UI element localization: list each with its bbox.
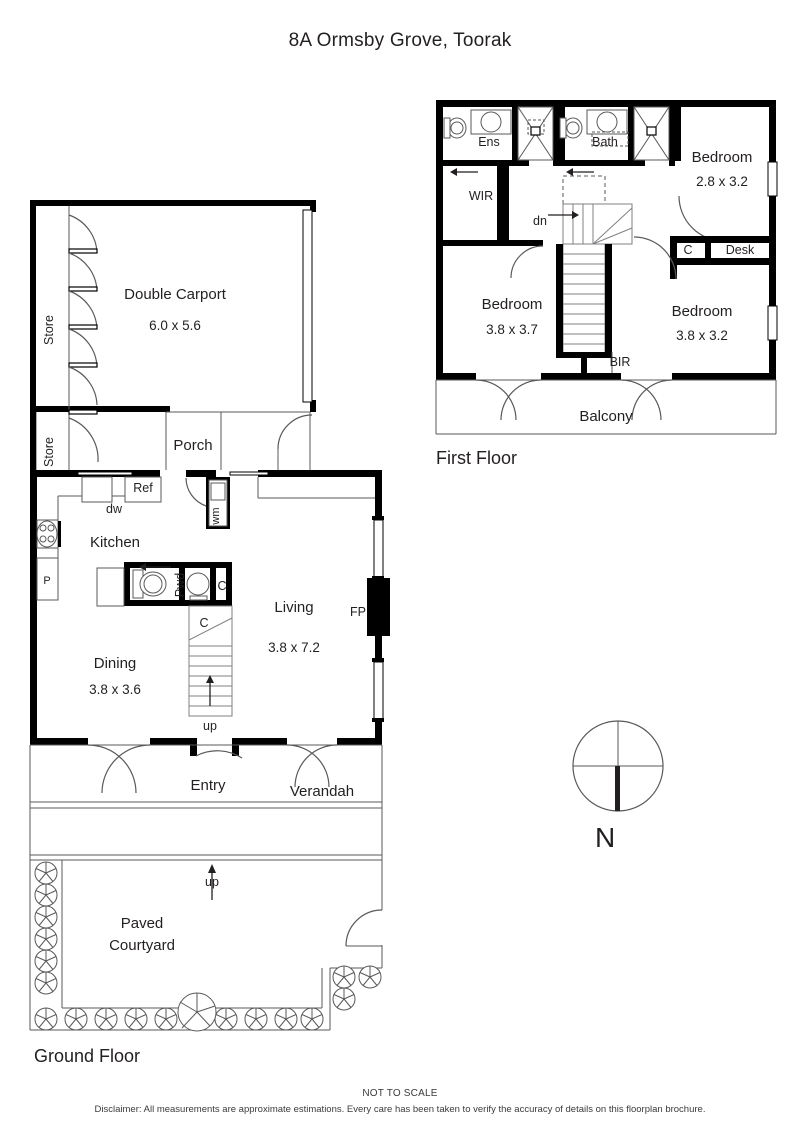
balcony-label: Balcony [579,408,633,425]
first-floor-plan: Ens [435,100,778,435]
balcony [435,379,777,435]
kitchen-label: Kitchen [90,534,140,551]
store-label-2: Store [42,437,56,467]
paved-courtyard [29,859,383,1032]
verandah [29,744,383,860]
fridge-label: Ref [133,481,153,495]
bedroom-3-dimension: 3.8 x 3.2 [676,328,728,343]
cupboard-label-2: C [199,616,208,630]
washing-machine-label: wm [210,507,222,525]
bedroom-1-structure [670,107,776,265]
stairs-down [548,175,633,358]
cupboard-label-first: C [683,243,692,257]
compass-rose [572,720,664,812]
stairs-up-label: up [203,719,217,733]
porch-label: Porch [173,437,212,454]
desk-label: Desk [726,243,755,257]
pantry-label: P [43,575,50,587]
powder-room [96,562,232,607]
carport-dimension: 6.0 x 5.6 [149,318,201,333]
courtyard-label-line2: Courtyard [109,937,175,954]
store-label-1: Store [42,315,56,345]
stairs-down-label: dn [533,214,547,228]
dishwasher-label: dw [106,502,123,516]
ground-floor-label: Ground Floor [34,1046,141,1066]
compass-north-label: N [595,822,616,853]
powder-room-label: Pwd [173,573,187,597]
living-dimension: 3.8 x 7.2 [268,640,320,655]
carport-structure [30,200,316,412]
carport-label: Double Carport [124,286,227,303]
fireplace [367,578,390,636]
laundry-wm [185,477,230,529]
page-title: 8A Ormsby Grove, Toorak [288,30,512,51]
courtyard-label-line1: Paved [121,915,164,932]
bedroom-2-label: Bedroom [482,296,543,313]
bathroom-label: Bath [592,135,618,149]
first-floor-walls [436,100,778,380]
disclaimer-text: Disclaimer: All measurements are approxi… [94,1104,706,1115]
first-floor-label: First Floor [436,448,517,468]
ground-floor-plan: Store Double Carport 6.0 x 5.6 Store Por… [29,200,390,1032]
entry-label: Entry [190,777,226,794]
kitchen-fittings [36,476,162,601]
bedroom-1-dimension: 2.8 x 3.2 [696,174,748,189]
stairs-up [188,605,233,717]
cupboard-label-1: C [217,579,226,593]
dining-label: Dining [94,655,137,672]
courtyard-up-label: up [205,875,219,889]
bedroom-3-structure [633,236,677,280]
store-room-upper [68,206,98,412]
verandah-label: Verandah [290,783,354,800]
bir-label: BIR [610,355,631,369]
not-to-scale-note: NOT TO SCALE [362,1088,438,1099]
living-label: Living [274,599,313,616]
bir-robe [581,352,613,373]
fireplace-label: FP [350,605,366,619]
porch-structure [30,409,313,470]
walk-in-robe [443,160,544,279]
bathroom [559,106,675,176]
bedroom-3-label: Bedroom [672,303,733,320]
dining-dimension: 3.8 x 3.6 [89,682,141,697]
bedroom-1-label: Bedroom [692,149,753,166]
ensuite [443,106,559,176]
wir-label: WIR [469,189,493,203]
bedroom-2-dimension: 3.8 x 3.7 [486,322,538,337]
ensuite-label: Ens [478,135,500,149]
